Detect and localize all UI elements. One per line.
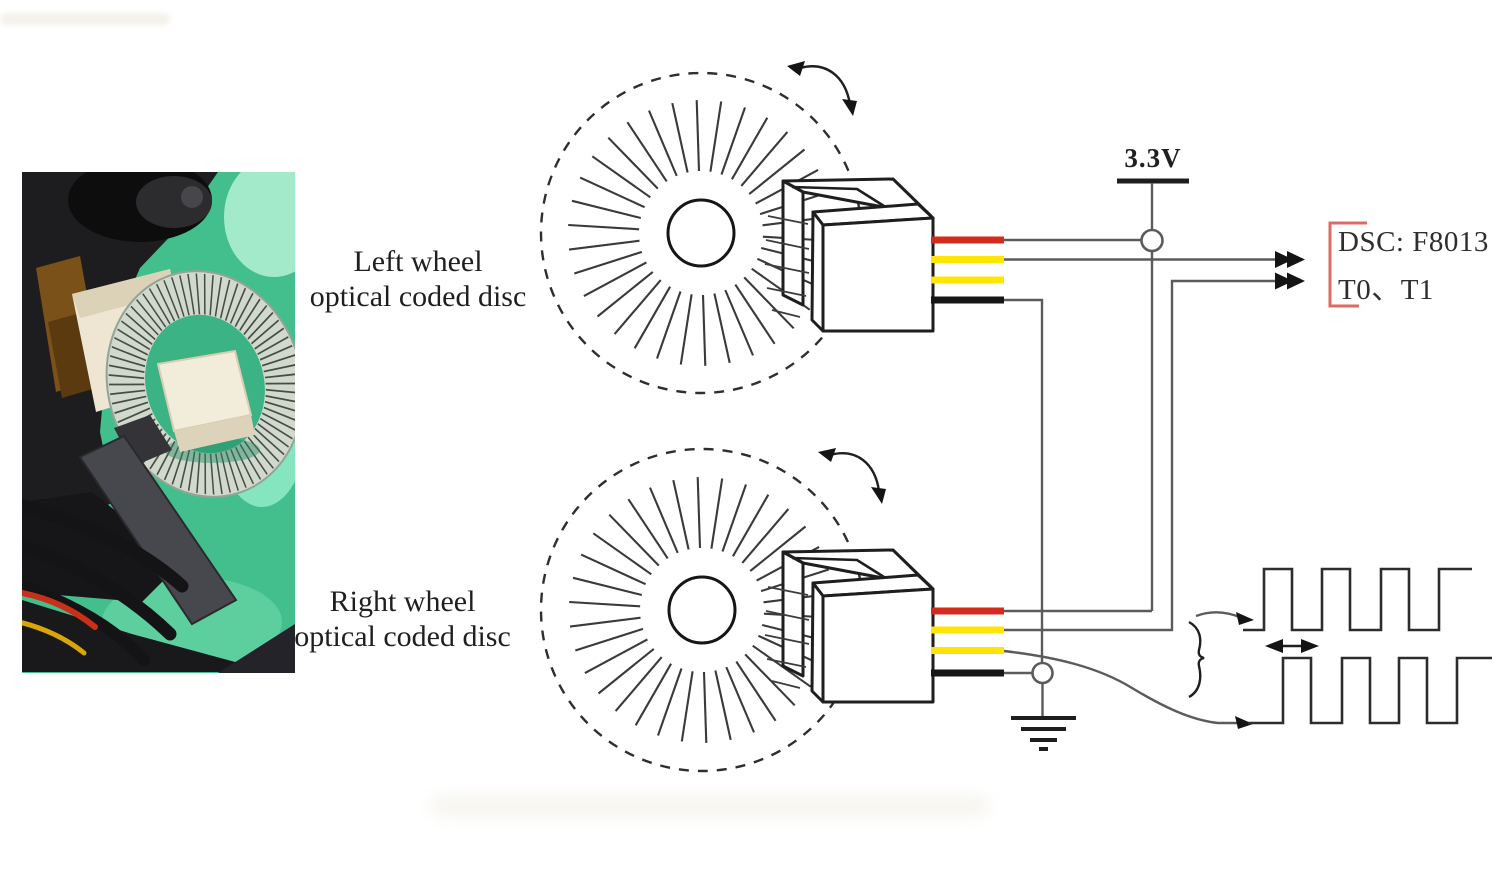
left-wheel-label-line2: optical coded disc: [309, 280, 527, 313]
left-wheel-label: Left wheel optical coded disc: [263, 244, 573, 314]
ground-node: [1031, 661, 1054, 685]
right-wheel-label: Right wheel optical coded disc: [250, 584, 555, 654]
signal-arrow-1: [1275, 251, 1305, 268]
disc-hub: [156, 349, 255, 452]
right-wheel-label-line2: optical coded disc: [294, 620, 511, 653]
output-brace: [1188, 620, 1205, 699]
waveform-a-pointer: [1195, 611, 1254, 625]
supply-node: [1140, 228, 1164, 253]
waveform-a: [1243, 567, 1472, 632]
right-rotation-arrow: [818, 448, 886, 504]
supply-rail: [1117, 178, 1189, 611]
right-photo-interrupter: [763, 548, 935, 704]
phase-shift-arrow: [1265, 639, 1319, 653]
left-photo-interrupter: [763, 177, 935, 333]
supply-voltage-label: 3.3V: [1124, 143, 1182, 173]
left-sensor-wires: [931, 236, 1285, 663]
encoder-photo: [22, 172, 295, 673]
dsc-label-line1: DSC: F8013: [1338, 226, 1489, 258]
waveform-b-pointer: [1235, 716, 1253, 729]
right-wheel-label-line1: Right wheel: [329, 585, 476, 618]
left-rotation-arrow: [787, 61, 857, 116]
photo-yellow-wire: [22, 620, 87, 656]
waveform-b: [1248, 656, 1492, 725]
photo-red-wire: [22, 589, 98, 630]
right-yellow2-curve: [1003, 649, 1239, 725]
signal-arrow-2: [1275, 272, 1305, 290]
right-sensor-wires: [931, 279, 1285, 725]
ground-symbol: [1011, 716, 1076, 751]
photo-cables: [22, 498, 189, 666]
dsc-bracket: [1328, 221, 1367, 308]
left-wheel-label-line1: Left wheel: [353, 245, 483, 278]
dsc-label-line2: T0、T1: [1338, 274, 1434, 306]
